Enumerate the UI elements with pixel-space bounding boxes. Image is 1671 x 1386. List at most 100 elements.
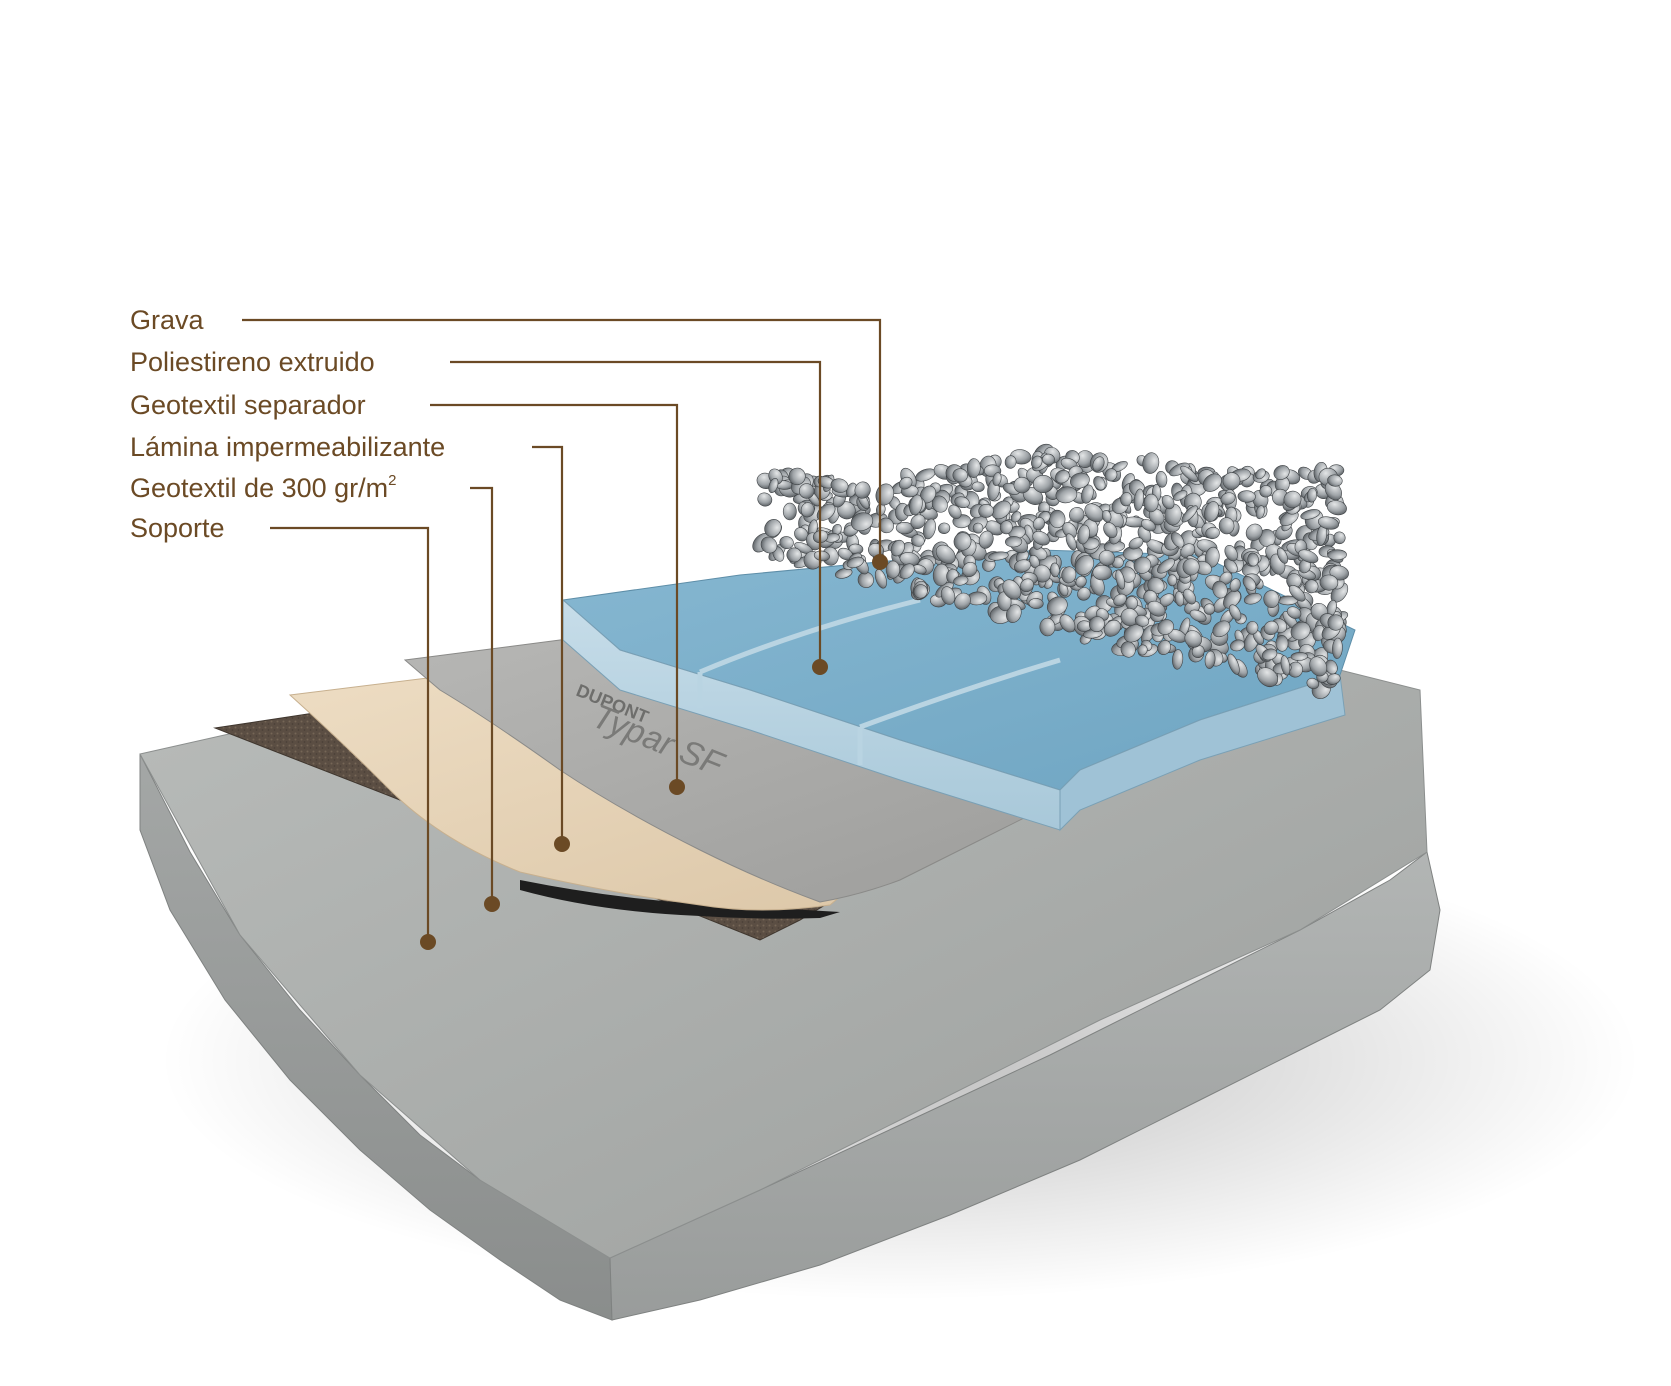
gravel-stone — [1098, 550, 1116, 566]
label-geotextil-separador: Geotextil separador — [130, 390, 366, 420]
gravel-stone — [1202, 473, 1222, 492]
leader-dot-geotextil-separador — [669, 779, 685, 795]
gravel-stone — [1182, 558, 1200, 576]
gravel-stone — [910, 514, 926, 530]
gravel-stone — [1280, 655, 1291, 676]
gravel-stone — [1028, 598, 1044, 609]
gravel-stone — [1327, 549, 1347, 561]
gravel-stone — [1333, 531, 1346, 545]
gravel-stone — [1204, 650, 1216, 669]
gravel-stone — [1246, 621, 1259, 635]
gravel-stone — [890, 539, 905, 557]
gravel-stone — [1113, 593, 1127, 607]
gravel-stone — [1257, 667, 1279, 687]
gravel-stone — [800, 502, 815, 518]
leader-dot-soporte — [420, 934, 436, 950]
gravel-stone — [948, 504, 962, 519]
gravel-stone — [1059, 614, 1076, 633]
label-geotextil-300: Geotextil de 300 gr/m2 — [130, 473, 396, 503]
gravel-stone — [1263, 620, 1279, 636]
gravel-stone — [1092, 456, 1105, 472]
gravel-stone — [1093, 476, 1106, 491]
gravel-stone — [1283, 490, 1302, 509]
gravel-stone — [764, 519, 782, 538]
gravel-stone — [1279, 510, 1299, 526]
gravel-stone — [1002, 579, 1022, 600]
gravel-stone — [913, 584, 928, 599]
gravel-stone — [1247, 552, 1259, 567]
gravel-stone — [1074, 554, 1095, 576]
gravel-stone — [999, 520, 1013, 535]
gravel-stone — [909, 494, 923, 516]
gravel-stone — [1259, 485, 1273, 498]
gravel-stone — [1276, 547, 1289, 564]
gravel-stone — [854, 481, 871, 499]
gravel-stone — [1273, 465, 1290, 480]
gravel-stone — [1230, 639, 1245, 652]
gravel-stone — [895, 521, 914, 535]
gravel-stone — [782, 502, 797, 521]
gravel-stone — [1174, 591, 1185, 607]
gravel-stone — [966, 458, 981, 478]
gravel-stone — [1081, 484, 1094, 504]
gravel-stone — [992, 472, 1002, 486]
xps-side-edge — [1059, 674, 1346, 832]
gravel-stone — [1133, 556, 1152, 574]
gravel-stone — [1133, 488, 1145, 511]
gravel-stone — [760, 536, 778, 554]
gravel-stone — [1183, 588, 1197, 605]
gravel-stone — [1010, 511, 1022, 523]
gravel-stone — [1261, 648, 1278, 661]
gravel-stone — [1263, 590, 1280, 608]
gravel-stone — [899, 476, 913, 490]
leader-dot-lamina — [554, 836, 570, 852]
gravel-stone — [850, 512, 874, 532]
gravel-stone — [1137, 644, 1148, 656]
gravel-stone — [1309, 656, 1328, 677]
gravel-stone — [1180, 465, 1199, 483]
gravel-stone — [1327, 614, 1344, 631]
gravel-stone — [1157, 619, 1174, 635]
gravel-stone — [813, 550, 830, 562]
gravel-stone — [1103, 619, 1121, 637]
gravel-stone — [1030, 455, 1043, 469]
gravel-stone — [953, 532, 972, 551]
gravel-stone — [1245, 523, 1263, 541]
gravel-stone — [971, 481, 985, 493]
gravel-stone — [1326, 500, 1347, 516]
gravel-stone — [1212, 580, 1228, 599]
gravel-stone — [940, 586, 956, 605]
gravel-stone — [768, 478, 779, 493]
gravel-stone — [1070, 472, 1090, 489]
label-geotextil-300-text: Geotextil de 300 gr/m — [130, 473, 389, 503]
gravel-stone — [1120, 492, 1133, 507]
label-geotextil-300-exponent: 2 — [388, 472, 397, 489]
gravel-stone — [1055, 486, 1078, 504]
gravel-stone — [1172, 490, 1188, 501]
gravel-stone — [1298, 549, 1319, 564]
gravel-stone — [1128, 537, 1144, 550]
gravel-stone — [1061, 566, 1077, 584]
gravel-stone — [1141, 519, 1156, 532]
label-soporte: Soporte — [130, 513, 225, 543]
gravel-stone — [1243, 592, 1262, 605]
leader-line-soporte — [270, 526, 430, 940]
gravel-stone — [1069, 506, 1085, 523]
gravel-stone — [1050, 562, 1060, 578]
gravel-stone — [1227, 653, 1240, 675]
gravel-stone — [1143, 493, 1159, 513]
gravel-stone — [857, 571, 874, 589]
slab-side-face — [609, 851, 1441, 1321]
gravel-pile — [752, 443, 1349, 699]
gravel-stone — [1304, 579, 1319, 594]
gravel-stone — [1006, 604, 1022, 623]
leader-line-geotextil-300 — [470, 486, 494, 902]
gravel-stone — [786, 547, 802, 563]
gravel-stone — [1084, 503, 1104, 523]
leader-line-grava — [242, 318, 882, 560]
gravel-stone — [1157, 639, 1172, 656]
gravel-stone — [1255, 505, 1265, 520]
gravel-stone — [991, 500, 1012, 520]
gravel-stone — [1123, 623, 1144, 643]
gravel-stone — [1101, 509, 1112, 523]
